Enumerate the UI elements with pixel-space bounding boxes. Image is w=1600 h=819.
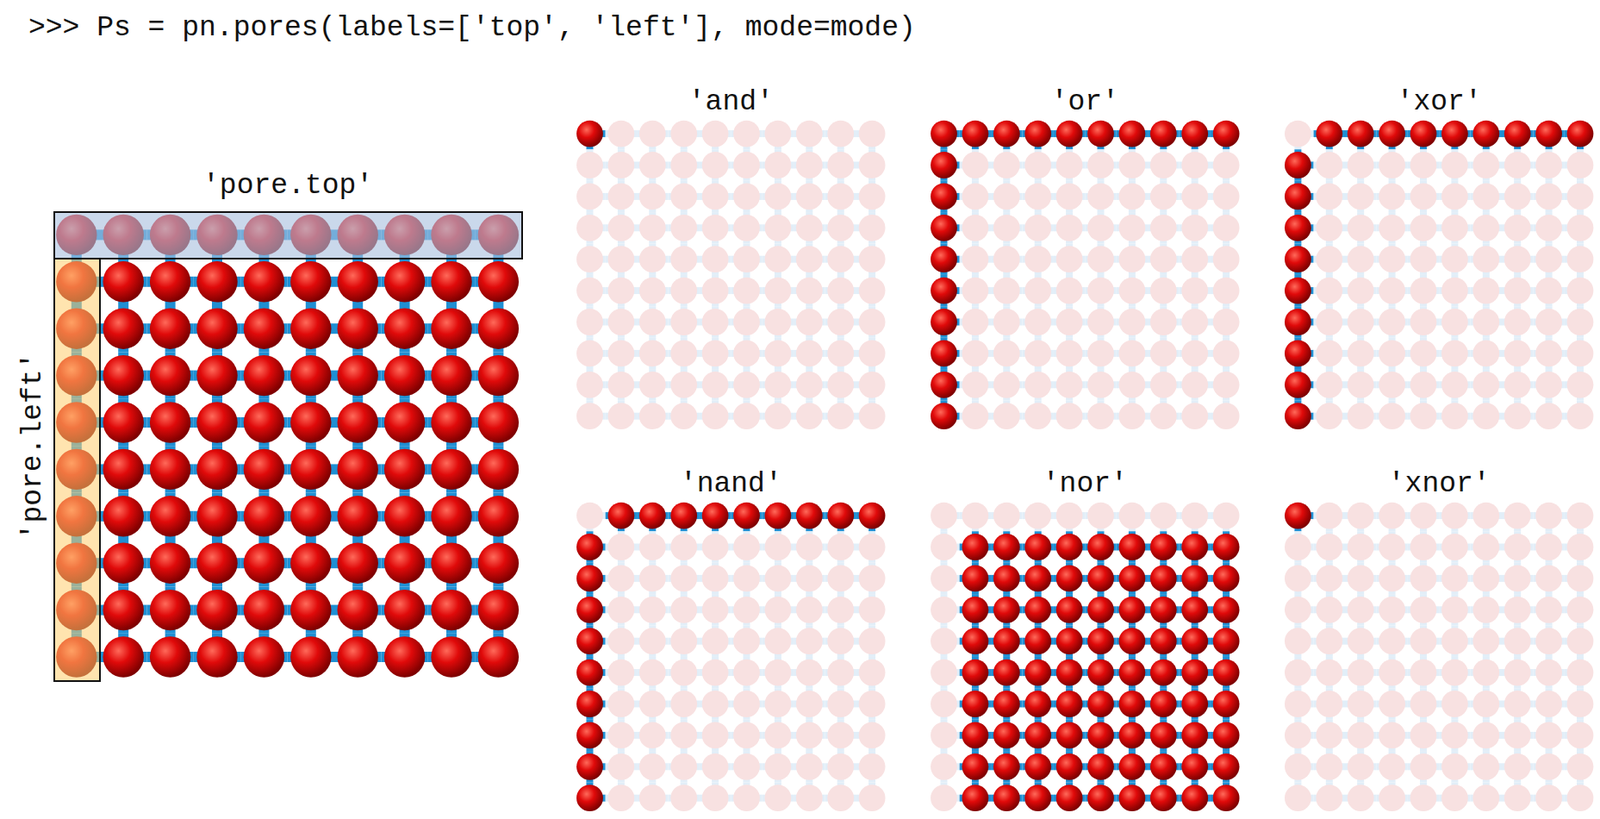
pore-network-illustration [0, 0, 1600, 819]
